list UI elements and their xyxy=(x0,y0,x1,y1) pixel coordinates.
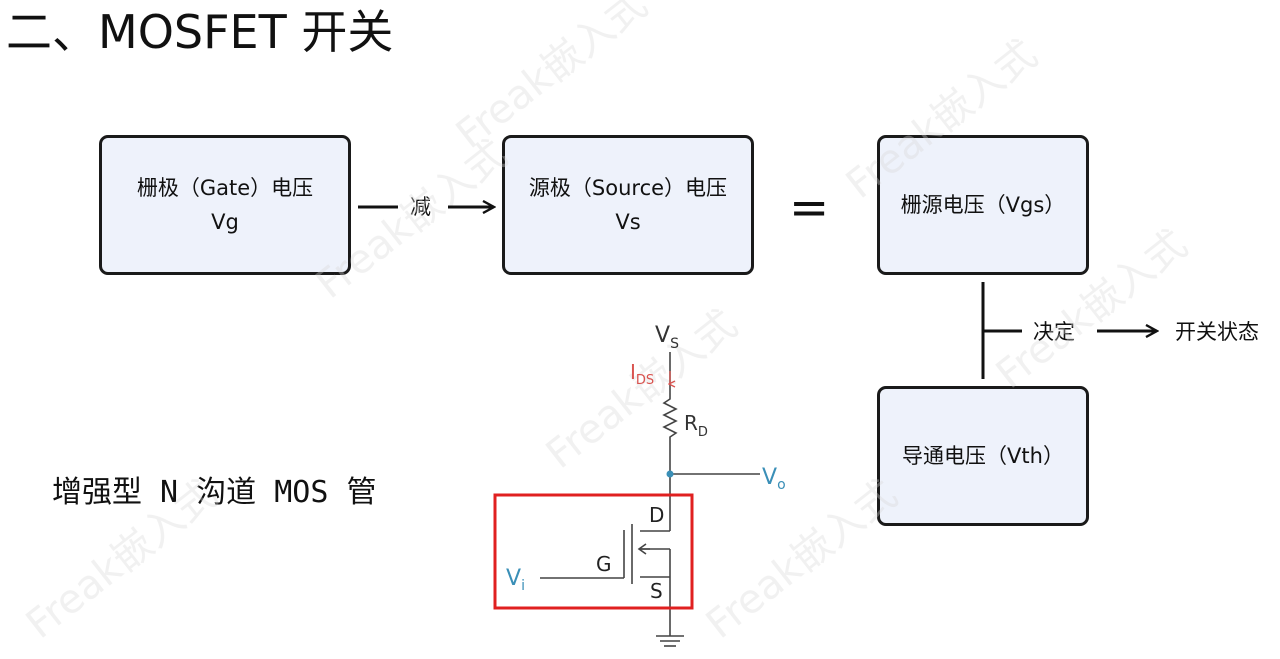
source-label: S xyxy=(650,579,663,603)
watermark-group: Freak嵌入式 Freak嵌入式 Freak嵌入式 Freak嵌入式 Frea… xyxy=(18,0,1196,648)
gate-voltage-box: 栅极（Gate）电压 Vg xyxy=(99,135,351,275)
minus-label: 减 xyxy=(410,195,431,219)
vth-box: 导通电压（Vth） xyxy=(877,386,1089,526)
gate-label: G xyxy=(596,552,612,576)
vi-label: Vi xyxy=(506,566,525,594)
output-node xyxy=(666,470,674,478)
watermark: Freak嵌入式 xyxy=(838,31,1046,208)
watermark: Freak嵌入式 xyxy=(538,301,746,478)
source-voltage-symbol: Vs xyxy=(615,210,641,234)
equals-sign: = xyxy=(789,180,830,236)
vgs-box: 栅源电压（Vgs） xyxy=(877,135,1089,275)
decides-label: 决定 xyxy=(1033,320,1075,344)
source-voltage-box: 源极（Source）电压 Vs xyxy=(502,135,754,275)
gate-voltage-symbol: Vg xyxy=(211,210,239,234)
rd-label: RD xyxy=(684,411,708,440)
vo-label: Vo xyxy=(762,465,786,493)
page-title: 二、MOSFET 开关 xyxy=(6,5,394,59)
vth-label: 导通电压（Vth） xyxy=(902,444,1064,468)
watermark: Freak嵌入式 xyxy=(698,471,906,648)
circuit-wires xyxy=(540,352,760,647)
source-voltage-label: 源极（Source）电压 xyxy=(528,176,728,200)
vgs-label: 栅源电压（Vgs） xyxy=(900,193,1066,217)
mosfet-arrow-icon xyxy=(637,543,650,555)
gate-voltage-label: 栅极（Gate）电压 xyxy=(136,176,314,200)
drain-label: D xyxy=(649,503,664,527)
switch-state-label: 开关状态 xyxy=(1175,320,1259,344)
mosfet-type-caption: 增强型 N 沟道 MOS 管 xyxy=(52,475,377,510)
watermark: Freak嵌入式 xyxy=(448,0,656,158)
mosfet-highlight-frame xyxy=(493,493,694,610)
ids-label: IDS xyxy=(630,360,654,388)
vs-label: VS xyxy=(655,323,679,352)
watermark: Freak嵌入式 xyxy=(308,131,516,308)
watermark: Freak嵌入式 xyxy=(18,471,226,648)
resistor-rd xyxy=(662,393,678,445)
watermark: Freak嵌入式 xyxy=(988,221,1196,398)
